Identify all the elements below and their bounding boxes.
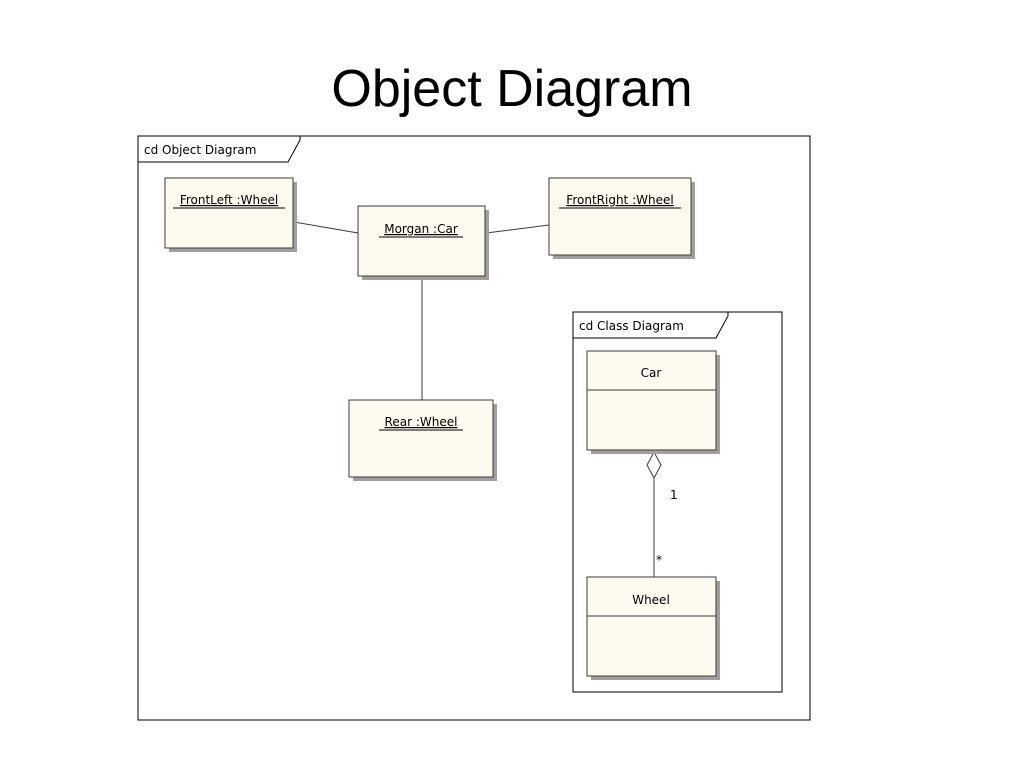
object-morgan-car[interactable]: Morgan :Car xyxy=(357,205,489,280)
class-wheel-label: Wheel xyxy=(632,593,670,607)
slide-title: Object Diagram xyxy=(331,60,693,118)
aggregation-diamond-icon xyxy=(646,450,662,480)
object-diagram-frame-tab xyxy=(138,136,301,163)
class-car[interactable]: Car xyxy=(586,350,720,454)
object-frontright-label: FrontRight :Wheel xyxy=(566,193,673,207)
object-frontleft-label: FrontLeft :Wheel xyxy=(180,193,278,207)
class-wheel[interactable]: Wheel xyxy=(586,576,720,680)
class-car-label: Car xyxy=(641,366,662,380)
class-diagram-frame-tab xyxy=(573,312,729,339)
link-morgan-frontright xyxy=(485,224,550,234)
car-multiplicity: 1 xyxy=(670,488,678,502)
class-diagram-frame-label: cd Class Diagram xyxy=(579,319,684,333)
object-rear-wheel[interactable]: Rear :Wheel xyxy=(348,399,497,481)
wheel-multiplicity: * xyxy=(656,553,662,567)
object-rear-label: Rear :Wheel xyxy=(385,415,458,429)
object-frontright-wheel[interactable]: FrontRight :Wheel xyxy=(548,177,695,259)
object-morgan-label: Morgan :Car xyxy=(384,222,458,236)
link-frontleft-morgan xyxy=(293,221,359,234)
object-diagram-frame-label: cd Object Diagram xyxy=(144,143,256,157)
object-frontleft-wheel[interactable]: FrontLeft :Wheel xyxy=(164,177,297,252)
